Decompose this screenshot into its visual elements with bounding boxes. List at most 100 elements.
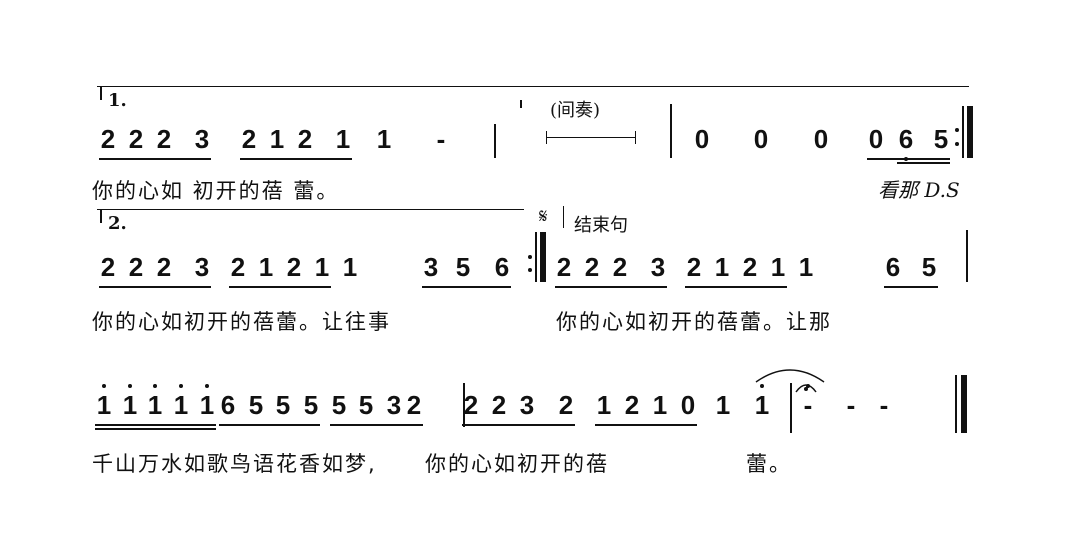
note: 6 [885,252,901,282]
note: 1 [715,390,731,420]
note: 2 [491,390,507,420]
octave-dot-high [179,384,183,388]
lyrics-row-3-b: 你的心如初开的蓓 [425,452,609,476]
note: 3 [386,390,402,420]
duration-underline [240,158,352,160]
note: - [879,390,889,420]
duration-underline [95,424,216,426]
note: 5 [921,252,937,282]
note: 1 [173,390,189,420]
note: 2 [558,390,574,420]
octave-dot-high [128,384,132,388]
note: 2 [100,124,116,154]
note: 5 [455,252,471,282]
volta-first-label: 1. [108,90,127,111]
note: 1 [147,390,163,420]
duration-underline [99,286,211,288]
note: 2 [230,252,246,282]
duration-underline [95,428,216,430]
barline [494,124,496,158]
octave-dot-high [806,384,810,388]
repeat-dot [955,142,959,146]
note: 2 [286,252,302,282]
lyrics-row-2-a: 你的心如初开的蓓蕾。让往事 [92,310,391,334]
segno-sign: 𝄋 [539,204,548,228]
fermata-dot [804,387,808,391]
note: 1 [596,390,612,420]
note: 3 [194,124,210,154]
note: 6 [898,124,914,154]
interlude-label: (间奏) [550,100,601,121]
note: 0 [868,124,884,154]
repeat-dot [528,255,532,259]
note: 1 [652,390,668,420]
note: 5 [275,390,291,420]
barline [670,104,672,158]
note: 6 [220,390,236,420]
duration-underline [897,162,950,164]
note: 1 [376,124,392,154]
note: 1 [269,124,285,154]
note: 5 [933,124,949,154]
note: 0 [813,124,829,154]
octave-dot-high [153,384,157,388]
note: 6 [494,252,510,282]
barline [966,230,968,282]
first-ending-bracket-line [97,86,969,87]
duration-underline [219,424,320,426]
tick-mark [520,100,522,108]
note: 2 [128,124,144,154]
duration-underline [330,424,423,426]
note: - [436,124,446,154]
note: 3 [194,252,210,282]
note: 1 [770,252,786,282]
ending-phrase-label: 结束句 [574,215,628,236]
note: 5 [358,390,374,420]
duration-underline [229,286,331,288]
repeat-barline-thick [967,106,973,158]
note: - [803,390,813,420]
duration-underline [555,286,667,288]
note: 1 [314,252,330,282]
segno-divider [563,206,564,228]
note: 2 [624,390,640,420]
note: 0 [680,390,696,420]
ds-instruction: 看那 D.S [878,178,960,202]
note: 0 [694,124,710,154]
lyrics-row-3-c: 蕾。 [746,452,792,476]
interlude-rest-cap-left [546,131,547,144]
second-ending-bracket-line [97,209,524,210]
note: 2 [406,390,422,420]
note: 3 [423,252,439,282]
note: 2 [612,252,628,282]
note: 5 [303,390,319,420]
note: 1 [798,252,814,282]
duration-underline [422,286,511,288]
duration-underline [595,424,697,426]
barline [790,383,792,433]
note: 1 [754,390,770,420]
note: 2 [128,252,144,282]
duration-underline [867,158,950,160]
note: 5 [248,390,264,420]
barline [463,383,465,427]
note: - [846,390,856,420]
final-barline-thin [955,375,957,433]
note: 1 [122,390,138,420]
duration-underline [462,424,575,426]
note: 1 [96,390,112,420]
note: 2 [100,252,116,282]
interlude-rest-cap-right [635,131,636,144]
lyrics-row-1: 你的心如 初开的蓓 蕾。 [92,179,340,203]
note: 5 [331,390,347,420]
tie-arc [755,369,825,383]
octave-dot-high [760,384,764,388]
note: 2 [297,124,313,154]
repeat-dot [528,268,532,272]
octave-dot-high [205,384,209,388]
repeat-barline-thick [540,232,546,282]
interlude-rest-line [546,137,636,138]
repeat-barline-thin [962,106,964,158]
lyrics-row-2-b: 你的心如初开的蓓蕾。让那 [556,310,832,334]
